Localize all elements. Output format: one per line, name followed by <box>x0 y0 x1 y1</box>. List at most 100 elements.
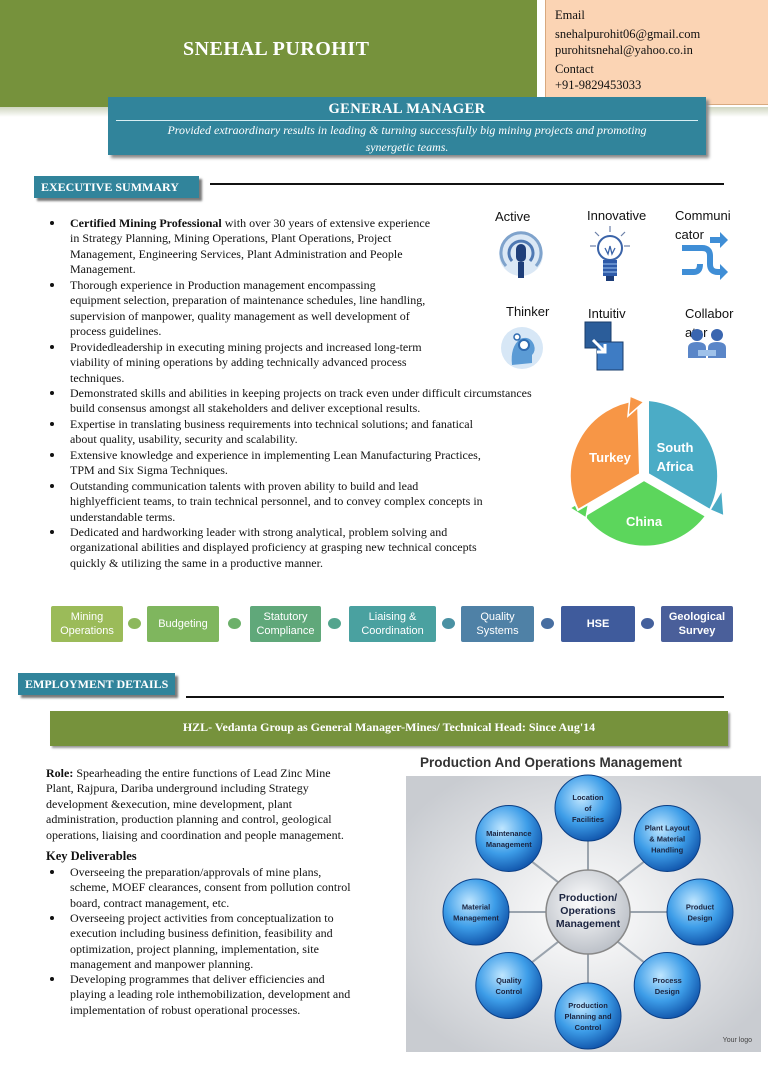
chain-link-dot <box>128 618 141 629</box>
bullet-text: in Strategy Planning, Mining Operations,… <box>70 231 392 246</box>
pom-node-label: Production <box>568 1001 608 1010</box>
employment-details-heading: EMPLOYMENT DETAILS <box>18 673 175 695</box>
email-label: Email <box>555 8 585 22</box>
bullet-text: techniques. <box>70 370 125 385</box>
turkey-label: Turkey <box>589 450 631 465</box>
contact-box: Email snehalpurohit06@gmail.com purohits… <box>545 0 768 105</box>
bullet-dot <box>50 916 54 920</box>
bullet-text: understandable terms. <box>70 509 176 524</box>
header-band <box>0 0 537 107</box>
chain-link-dot <box>442 618 455 629</box>
chain-link-dot <box>328 618 341 629</box>
bullet-text: with over 30 years of extensive experien… <box>221 216 431 230</box>
bullet-dot <box>50 530 54 534</box>
pom-node-label: Design <box>687 914 712 923</box>
bullet-text: Thorough experience in Production manage… <box>70 278 376 292</box>
pom-spoke <box>531 861 559 884</box>
pom-node-circle <box>633 804 701 872</box>
pom-node-circle <box>475 952 543 1020</box>
pom-center-text-1: Production/ <box>559 892 617 904</box>
chain-link-dot <box>541 618 554 629</box>
phone-label: Contact <box>555 62 594 76</box>
windows-cycle-icon <box>583 320 625 372</box>
bullet-dot <box>50 484 54 488</box>
summary-bullet: Demonstrated skills and abilities in kee… <box>50 386 598 417</box>
role-description: Role: Spearheading the entire functions … <box>46 766 344 842</box>
deliverable-bullet: Overseeing the preparation/approvals of … <box>50 865 393 911</box>
chain-link-dot <box>641 618 654 629</box>
bullet-text: Extensive knowledge and experience in im… <box>70 448 481 462</box>
pom-center-text-2: Operations <box>560 905 616 917</box>
bullet-text: build consensus amongst all stakeholders… <box>70 401 421 416</box>
tagline-line-1: Provided extraordinary results in leadin… <box>167 123 647 137</box>
pom-node-circle <box>554 774 622 842</box>
south-africa-label-1: South <box>657 440 694 455</box>
trait-innovative-label: Innovative <box>587 208 647 223</box>
pom-node-circle <box>475 804 543 872</box>
collaboration-icon <box>686 328 728 360</box>
pom-node-label: Handling <box>651 845 683 854</box>
bullet-text: quickly & utilizing the same in a produc… <box>70 555 323 570</box>
email-address-1[interactable]: snehalpurohit06@gmail.com <box>555 27 701 41</box>
pom-node-label: Management <box>486 840 532 849</box>
email-address-2[interactable]: purohitsnehal@yahoo.co.in <box>555 43 693 57</box>
pom-node-circle <box>554 982 622 1050</box>
pom-center-circle <box>545 869 631 955</box>
bullet-text: process guidelines. <box>70 324 162 339</box>
bullet-dot <box>50 345 54 349</box>
arrows-exchange-icon <box>680 232 728 280</box>
pom-node-label: of <box>584 804 592 813</box>
bullet-text: Outstanding communication talents with p… <box>70 479 419 493</box>
bullet-text: supervision of manpower, quality managem… <box>70 308 410 323</box>
pom-spoke <box>617 861 645 884</box>
trait-active-label: Active <box>495 209 531 224</box>
bullet-text: organizational abilities and displayed p… <box>70 540 477 555</box>
pom-node-circle <box>633 952 701 1020</box>
bullet-text: Management. <box>70 262 136 277</box>
china-label: China <box>626 514 663 529</box>
bullet-dot <box>50 453 54 457</box>
role-label: Role: <box>46 766 74 780</box>
bullet-text: Demonstrated skills and abilities in kee… <box>70 386 532 400</box>
pom-node-label: Material <box>462 903 490 912</box>
bullet-bold-text: Certified Mining Professional <box>70 216 222 230</box>
pom-footer: Your logo <box>723 1037 752 1044</box>
trait-thinker-label: Thinker <box>506 304 550 319</box>
summary-bullet: Thorough experience in Production manage… <box>50 278 483 340</box>
pom-node-label: Plant Layout <box>645 823 691 832</box>
bullet-dot <box>50 283 54 287</box>
tagline-line-2: synergetic teams. <box>365 140 449 154</box>
thinker-head-icon <box>500 325 544 373</box>
broadcast-icon <box>496 226 546 284</box>
pom-node-label: & Material <box>649 834 685 843</box>
light-bulb-icon <box>589 224 631 286</box>
pom-node-label: Planning and <box>564 1012 612 1021</box>
tagline: Provided extraordinary results in leadin… <box>132 122 682 156</box>
china-segment <box>582 478 708 548</box>
pom-node-label: Process <box>653 976 682 985</box>
title-divider <box>116 120 698 121</box>
pom-node-label: Control <box>495 987 522 996</box>
pom-node-label: Location <box>572 793 604 802</box>
pom-spoke <box>531 940 559 963</box>
south-africa-segment <box>647 398 720 512</box>
bullet-text: Dedicated and hardworking leader with st… <box>70 525 448 539</box>
bullet-dot <box>50 870 54 874</box>
competency-chip: Liaising &Coordination <box>349 606 436 642</box>
pom-node-label: Facilities <box>572 815 604 824</box>
pom-node-label: Control <box>575 1023 602 1032</box>
summary-bullet: Extensive knowledge and experience in im… <box>50 448 550 479</box>
pom-node-label: Product <box>686 903 715 912</box>
pom-center-text-3: Management <box>556 918 621 930</box>
production-operations-diagram: Production And Operations Management Pro… <box>406 750 761 1052</box>
countries-cycle-graphic: Turkey South Africa China <box>568 394 725 548</box>
summary-bullet: Outstanding communication talents with p… <box>50 479 548 525</box>
bullet-text: about quality, usability, security and s… <box>70 432 298 447</box>
phone-number[interactable]: +91-9829453033 <box>555 78 642 92</box>
summary-bullet: Expertise in translating business requir… <box>50 417 562 448</box>
bullet-dot <box>50 221 54 225</box>
